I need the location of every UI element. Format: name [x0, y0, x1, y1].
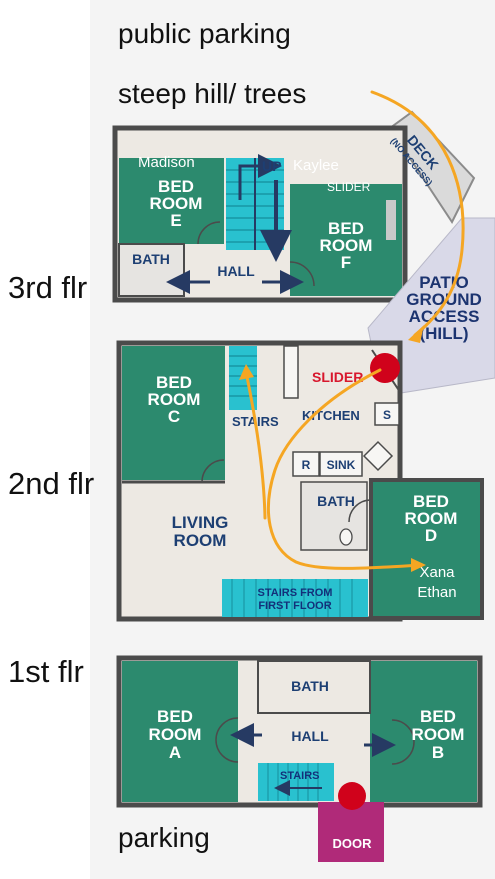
- living-room-label-1: LIVING: [172, 513, 229, 532]
- bedroom-b: [370, 661, 477, 802]
- bedroom-d: [369, 478, 484, 620]
- patio-label-4: (HILL): [419, 324, 468, 343]
- bedroom-b-label-1: BED: [420, 707, 456, 726]
- occupant-kaylee: Kaylee: [293, 157, 339, 174]
- stairs-from-label-2: FIRST FLOOR: [258, 600, 331, 612]
- stairs-first: [258, 763, 334, 801]
- first-hall-label: HALL: [291, 728, 329, 744]
- first-floor: BED ROOM A BATH HALL STAIRS BED ROOM B D…: [116, 655, 483, 862]
- occupant-xana: Xana: [419, 564, 455, 581]
- door-swing-a: [215, 717, 239, 763]
- bedroom-d-label-3: D: [425, 526, 437, 545]
- route-living-to-stairs: [244, 370, 267, 520]
- bedroom-a-label-3: A: [169, 743, 181, 762]
- bath-first: [257, 660, 371, 714]
- page-margin: [0, 0, 90, 879]
- route-arrow-bedroom-d-icon: [411, 558, 426, 572]
- third-floor-label: 3rd flr: [8, 270, 88, 305]
- bedroom-c-label-2: ROOM: [148, 390, 201, 409]
- bedroom-d-label-2: ROOM: [405, 509, 458, 528]
- bedroom-a-label-1: BED: [157, 707, 193, 726]
- bedroom-f-label-2: ROOM: [320, 236, 373, 255]
- second-bath-label: BATH: [317, 493, 355, 509]
- door-swing-d: [348, 499, 372, 523]
- exit-marker-second: [370, 353, 400, 383]
- first-bath-label: BATH: [291, 678, 329, 694]
- door-swing-b: [391, 719, 415, 765]
- bedroom-e-label-2: ROOM: [150, 194, 203, 213]
- second-floor-label: 2nd flr: [8, 466, 95, 501]
- route-arrow-patio-icon: [408, 325, 424, 343]
- bedroom-c-label-1: BED: [156, 373, 192, 392]
- bedroom-c: [122, 346, 225, 480]
- door-swing-e: [197, 221, 221, 245]
- bath-second: [300, 481, 368, 551]
- bedroom-f: [290, 184, 402, 296]
- sink-basin: [362, 440, 394, 472]
- second-floor: BED ROOM C SLIDER STAIRS KITCHEN S R SIN…: [116, 340, 484, 622]
- stairs-from-first-treads: [231, 579, 353, 617]
- route-arrowheads: [239, 325, 426, 572]
- door-swing-c: [201, 459, 225, 483]
- living-room-label-2: ROOM: [174, 531, 227, 550]
- first-stairs-label: STAIRS: [280, 770, 320, 782]
- bedroom-e: [119, 158, 224, 244]
- route-kitchen-to-bedroom-d: [266, 368, 424, 570]
- door-label: DOOR: [333, 836, 373, 851]
- stairs-from-label-1: STAIRS FROM: [258, 587, 333, 599]
- third-floor: Madison BED ROOM E UP Kaylee SLIDER BED …: [112, 110, 476, 303]
- kitchen-label: KITCHEN: [302, 408, 360, 423]
- first-floor-label: 1st flr: [8, 654, 84, 689]
- third-bath-label: BATH: [132, 251, 170, 267]
- bedroom-b-label-2: ROOM: [412, 725, 465, 744]
- range-r-label: R: [302, 458, 311, 472]
- route-arrow-stairs-icon: [239, 364, 254, 380]
- bedroom-a-label-2: ROOM: [149, 725, 202, 744]
- bedroom-c-label-3: C: [168, 407, 180, 426]
- fridge-s: [374, 402, 400, 426]
- third-floor-door-gap: [386, 200, 396, 240]
- front-door-mat: [318, 802, 384, 862]
- bedroom-a: [122, 661, 238, 802]
- sink-label: SINK: [327, 458, 356, 472]
- toilet-icon: [339, 528, 353, 546]
- parking-label: parking: [118, 822, 210, 853]
- fridge-s-label: S: [383, 408, 391, 422]
- second-slider-label: SLIDER: [312, 369, 363, 385]
- exit-marker-first: [338, 782, 366, 810]
- escape-routes: [244, 90, 465, 570]
- steep-hill-label: steep hill/ trees: [118, 78, 307, 109]
- bedroom-b-label-3: B: [432, 743, 444, 762]
- third-hall-label: HALL: [217, 263, 255, 279]
- patio-label-3: ACCESS: [409, 307, 480, 326]
- bedroom-e-label-1: BED: [158, 177, 194, 196]
- kitchen-counter: [283, 345, 299, 399]
- deck: [388, 110, 476, 224]
- third-slider-label: SLIDER: [327, 180, 371, 194]
- bedroom-d-label-1: BED: [413, 492, 449, 511]
- patio-label-2: GROUND: [406, 290, 482, 309]
- sink-counter: [319, 451, 363, 477]
- range-r: [292, 451, 320, 477]
- up-label: UP: [262, 158, 281, 174]
- route-hill-to-patio: [370, 90, 465, 337]
- door-swing-f: [289, 261, 315, 287]
- bedroom-f-label-3: F: [341, 253, 351, 272]
- stairs-from-first: [222, 579, 368, 617]
- bedroom-f-label-1: BED: [328, 219, 364, 238]
- occupant-madison: Madison: [138, 154, 195, 171]
- occupant-ethan: Ethan: [417, 584, 456, 601]
- public-parking-label: public parking: [118, 18, 291, 49]
- bedroom-e-label-3: E: [170, 211, 181, 230]
- up-arrow-icon: [238, 154, 282, 200]
